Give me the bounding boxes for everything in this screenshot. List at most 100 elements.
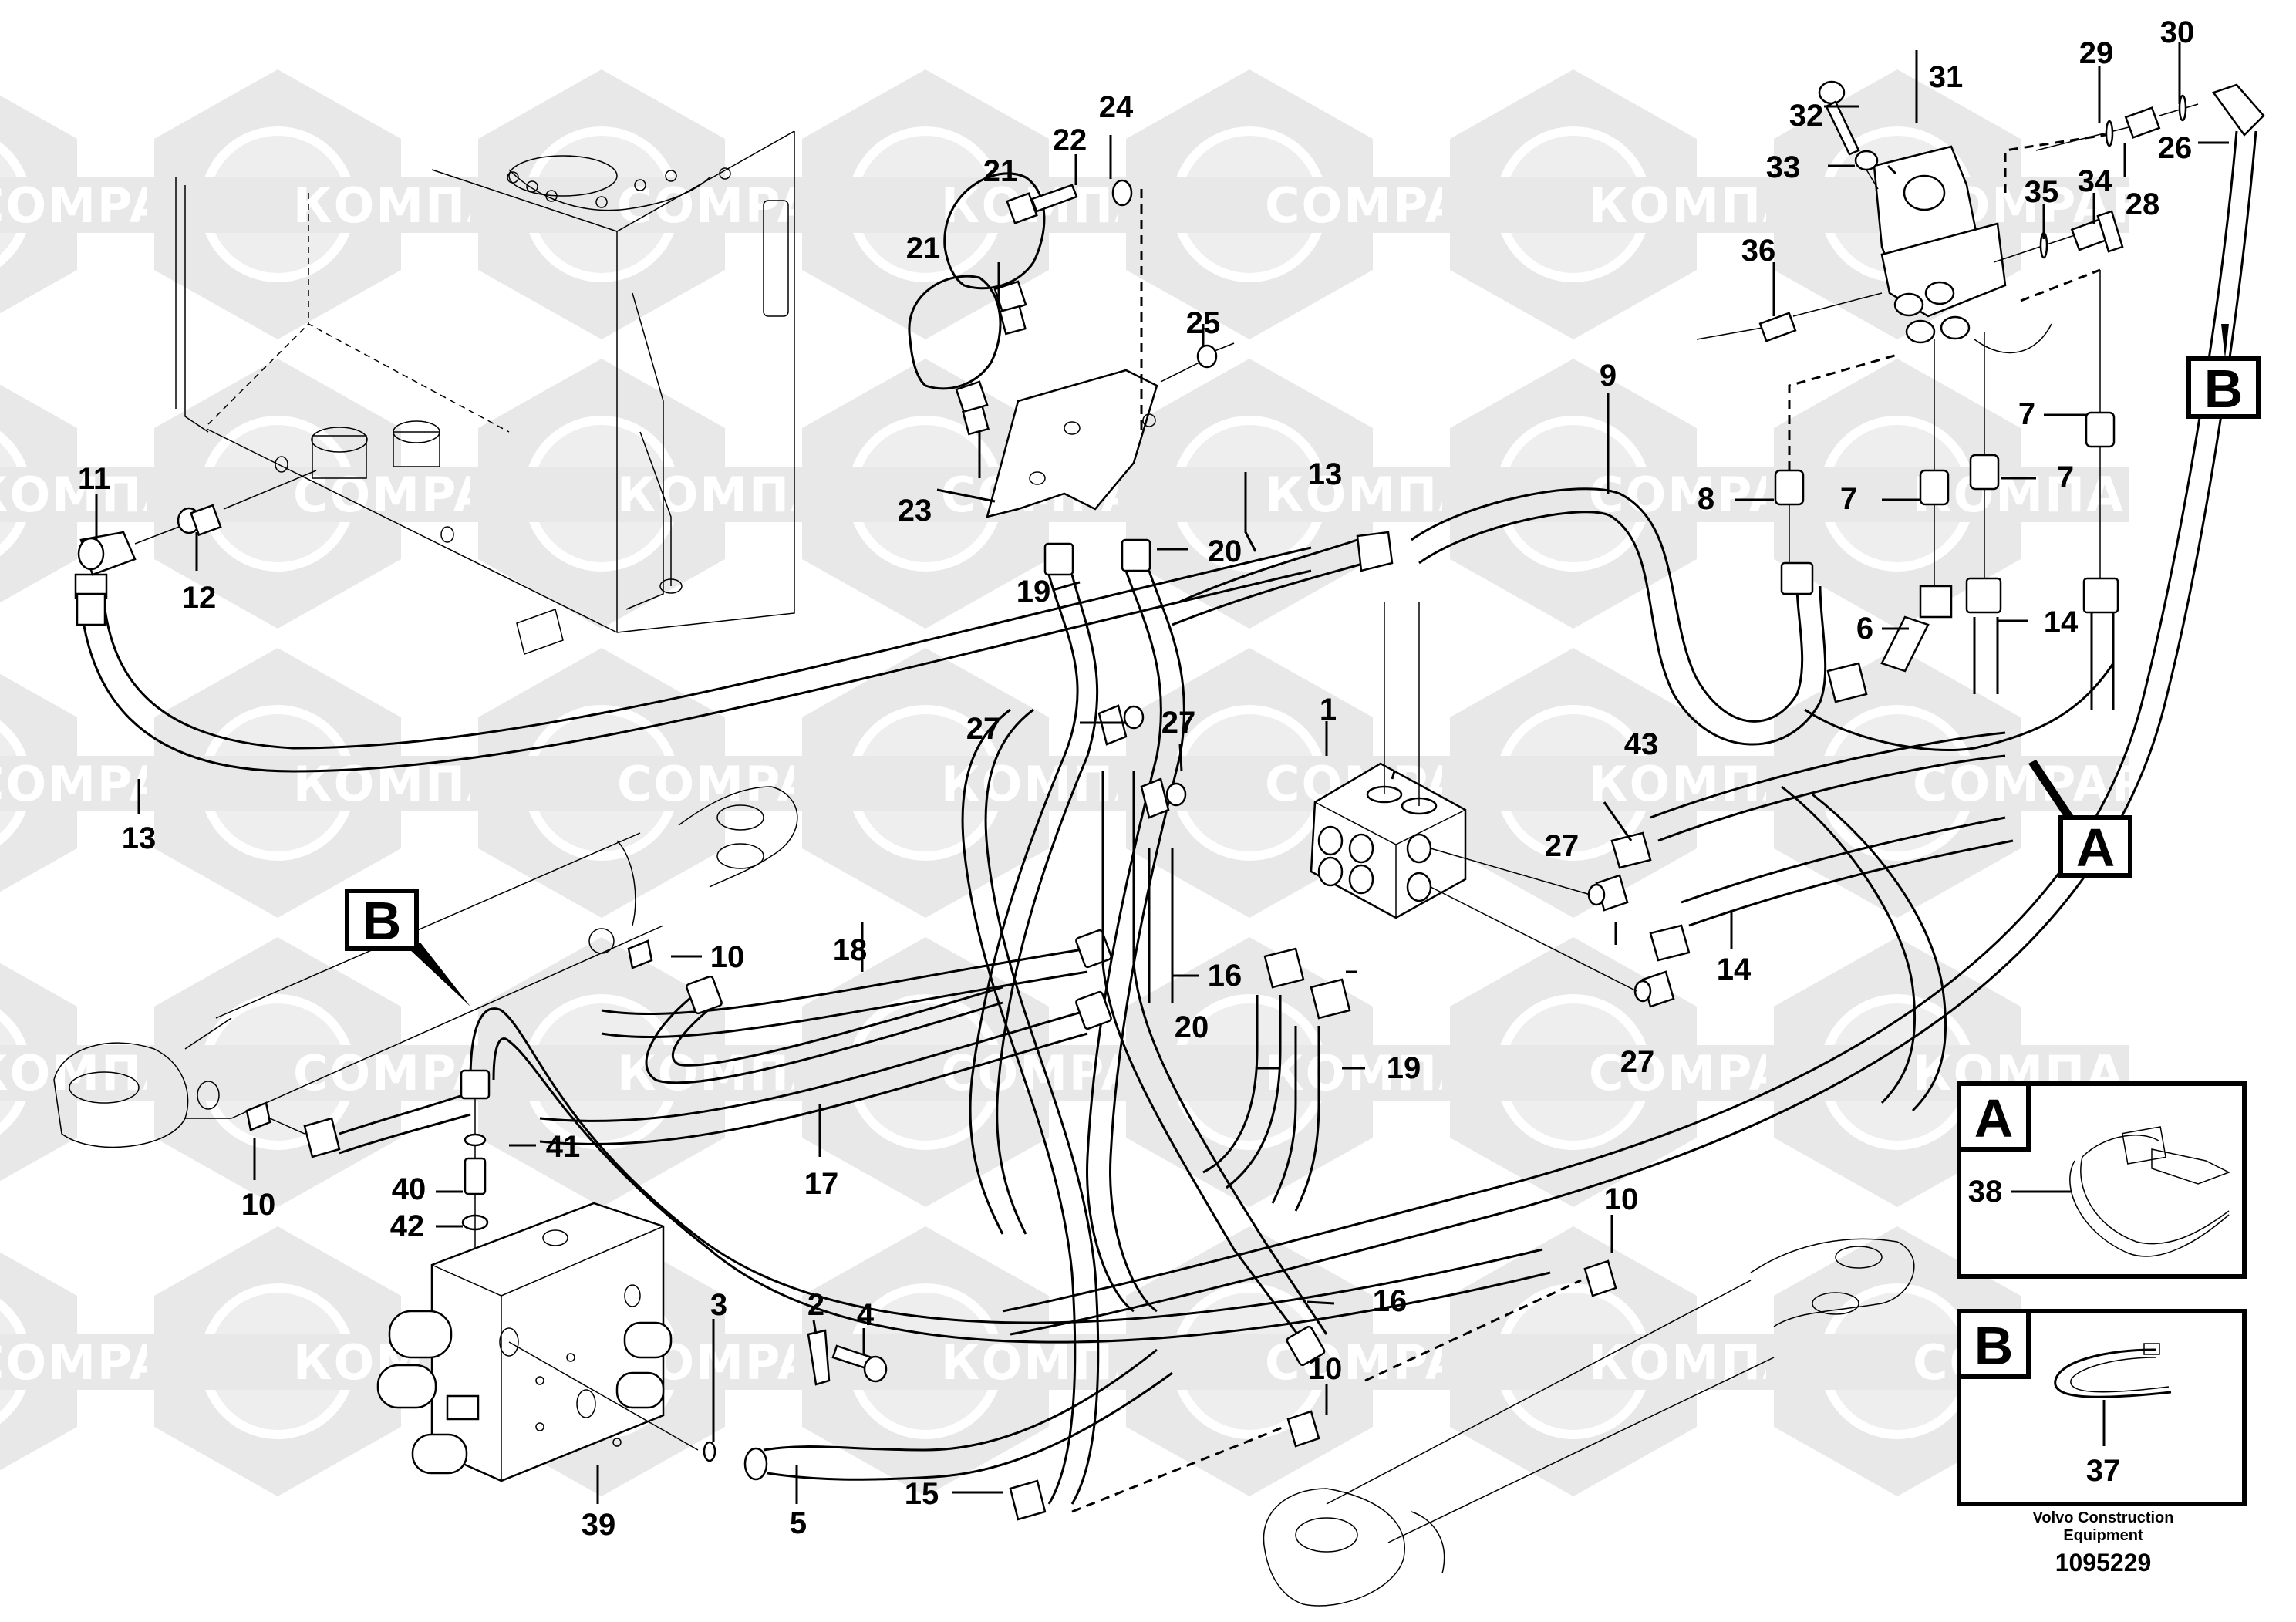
watermark-tile: COMPART	[1118, 69, 1532, 339]
watermark-tile: КОМПАРТ	[794, 1226, 1222, 1496]
adapter-10-left-upper	[627, 939, 653, 969]
callout-39: 39	[582, 1508, 616, 1542]
detail-marker-b-left-letter: B	[362, 891, 402, 951]
clamp-2	[807, 1329, 831, 1386]
watermark-tile: КОМПАРТ	[0, 963, 251, 1182]
elbow-fitting-11	[77, 524, 186, 576]
callout-34: 34	[2078, 164, 2112, 198]
adapter-10-right-lower	[1071, 1410, 1320, 1513]
steering-unit-31	[1873, 145, 2052, 354]
detail-inset-b-letter: B	[1974, 1316, 2014, 1376]
adapter-10-right-upper	[1364, 1259, 1617, 1382]
callout-5: 5	[790, 1506, 807, 1540]
elbow-27-upper-right	[1140, 777, 1187, 819]
o-ring-30	[2178, 94, 2187, 122]
watermark-tile: COMPART	[1442, 359, 1856, 629]
callout-3: 3	[710, 1288, 727, 1322]
tank-bolts	[507, 167, 731, 208]
watermark-tile: КОМПАРТ	[147, 648, 575, 918]
callout-17: 17	[804, 1167, 839, 1201]
callout-25: 25	[1186, 306, 1221, 340]
callout-24: 24	[1099, 90, 1134, 124]
adapter-8	[1774, 353, 1898, 563]
callout-21-a: 21	[983, 154, 1018, 188]
callout-28: 28	[2126, 187, 2160, 221]
bolt-4	[831, 1344, 888, 1383]
watermark-tile: COMPART	[147, 937, 561, 1207]
callout-labels: 1 2 3 4 5 6 7 7 7 8 9 10 10 10 10 11 12 …	[78, 15, 2243, 1576]
hose-17	[539, 990, 1112, 1145]
detail-marker-a	[2028, 760, 2132, 878]
callout-13-b: 13	[1308, 457, 1343, 491]
elbow-27-right-b	[1430, 886, 1675, 1008]
callout-19-a: 19	[1017, 575, 1051, 609]
callout-38: 38	[1968, 1175, 2003, 1209]
adapter-7-a	[1826, 339, 1953, 703]
watermark-tile: COMPART	[470, 648, 885, 918]
cable-tie-icon	[2054, 1343, 2172, 1398]
callout-42: 42	[390, 1209, 425, 1243]
detail-inset-b	[1957, 1309, 2247, 1506]
control-valve-39	[376, 1202, 699, 1482]
accumulator-21-lower	[908, 275, 1002, 436]
line-art	[53, 42, 2265, 1607]
o-ring-29	[2105, 120, 2114, 147]
adapter-36	[1696, 292, 1883, 342]
o-ring-41	[464, 1133, 487, 1147]
callout-13-a: 13	[122, 821, 157, 855]
callout-18: 18	[833, 933, 868, 967]
watermark-text: КОМПАРТ	[1913, 467, 2196, 523]
adapter-40	[464, 1157, 487, 1195]
watermark-tile: КОМПАРТ	[1118, 359, 1546, 629]
adapter-7-b	[1965, 332, 2002, 614]
watermark-tile: COMPART	[1442, 937, 1856, 1207]
callout-27-d: 27	[1620, 1045, 1655, 1079]
valve-block-1	[1310, 602, 1467, 919]
leader-lines	[95, 42, 2229, 1504]
detail-marker-b-top	[2186, 324, 2261, 419]
hose-bundle-a	[1781, 594, 2115, 1112]
callout-14-b: 14	[1717, 953, 1752, 986]
watermark-tile: COMPART	[1766, 648, 2180, 918]
callout-6: 6	[1856, 612, 1873, 646]
hose-26	[1002, 130, 2257, 1336]
detail-marker-b-left	[345, 889, 470, 1007]
callout-41: 41	[546, 1130, 581, 1164]
steering-cylinder-right	[1263, 1238, 1915, 1607]
callout-12: 12	[182, 581, 217, 615]
fitting-stack-40-42	[460, 1069, 491, 1273]
callout-29: 29	[2079, 36, 2114, 70]
hose-15	[961, 708, 1100, 1521]
callout-27-c: 27	[1545, 829, 1580, 863]
flange-5	[743, 1348, 1173, 1481]
hose-13	[74, 546, 1312, 773]
hose-9-nut	[1780, 561, 1814, 595]
hose-10-loop	[645, 975, 1003, 1084]
callout-7-a: 7	[1840, 482, 1857, 516]
callout-27-a: 27	[966, 712, 1001, 746]
hose-9	[1411, 487, 1827, 746]
hose-13-mid	[1172, 531, 1394, 626]
callout-27-b: 27	[1161, 706, 1196, 740]
callout-7-c: 7	[2018, 397, 2035, 431]
strap-clamp-icon	[2069, 1126, 2230, 1257]
watermark-tile: КОМПАРТ	[1442, 69, 1870, 339]
dashed-28	[2004, 133, 2106, 193]
callout-31: 31	[1929, 60, 1964, 94]
adapter-12	[177, 470, 317, 537]
elbow-27-right-a	[1430, 848, 1629, 912]
callout-11: 11	[78, 462, 110, 496]
watermark-tile: КОМПАРТ	[1118, 937, 1546, 1207]
watermark-tile: КОМПАРТ	[794, 69, 1222, 339]
bracket-23	[986, 369, 1158, 518]
callout-43: 43	[1624, 727, 1659, 761]
callout-10-b: 10	[241, 1188, 276, 1222]
adapter-10-left-lower	[245, 1094, 471, 1158]
callout-1: 1	[1320, 693, 1337, 727]
callout-21-b: 21	[906, 231, 941, 265]
detail-marker-b-top-letter: B	[2204, 359, 2244, 419]
elbow-6	[1880, 615, 1930, 673]
bolt-22	[1006, 184, 1078, 224]
detail-inset-a	[1957, 1081, 2247, 1279]
hose-19-mid	[1271, 978, 1351, 1212]
